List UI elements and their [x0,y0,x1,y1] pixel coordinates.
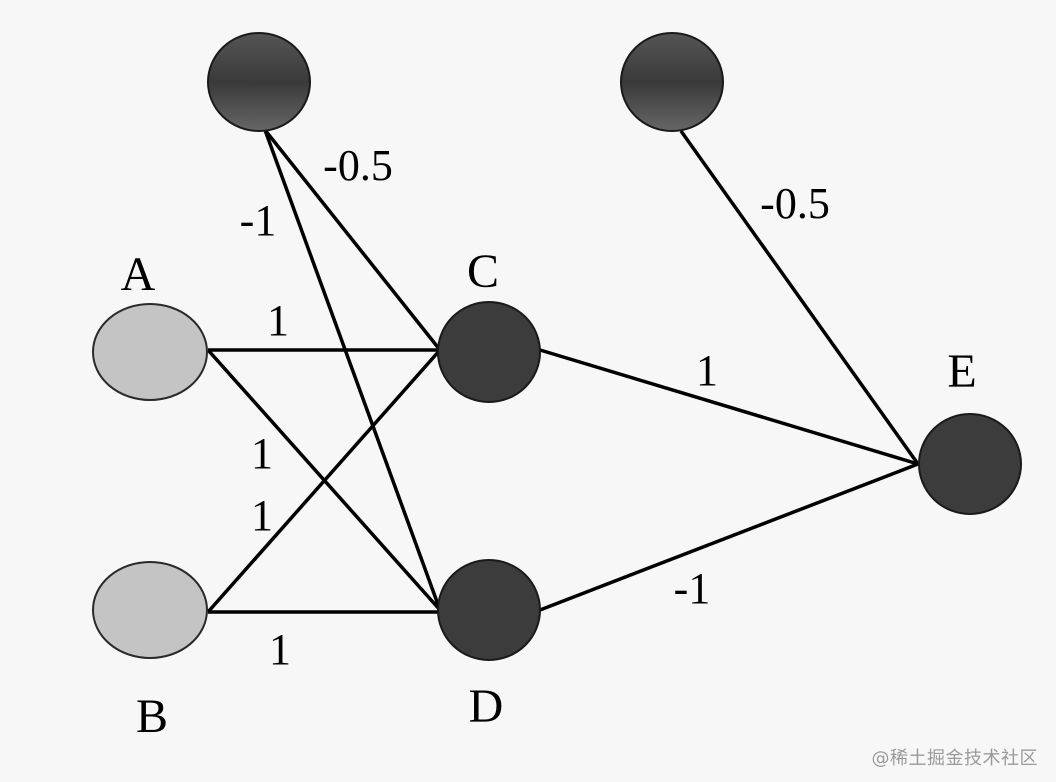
edge-d-e [539,462,919,612]
node-bias1 [207,32,311,132]
node-label-a: A [121,248,156,301]
weight-label-a-c: 1 [267,296,289,345]
node-label-e: E [947,345,976,398]
node-label-c: C [467,245,499,298]
edge-bias1-d [263,129,442,611]
edge-b-c [206,348,442,614]
node-a [92,303,208,401]
weight-label-bias1-c: -0.5 [323,141,393,190]
labels-layer: 1 1 1 1 -0.5 -1 1 -1 -0.5A B C D E [121,141,977,743]
node-bias2 [620,32,724,132]
edges-layer [206,128,920,614]
node-c [437,301,541,403]
weight-label-b-c: 1 [251,491,273,540]
weight-label-bias1-d: -1 [240,196,277,245]
node-d [437,559,541,661]
edge-c-e [539,348,919,466]
weight-label-bias2-e: -0.5 [760,179,830,228]
weight-label-d-e: -1 [674,564,711,613]
nodes-layer [92,32,1022,661]
node-label-d: D [469,680,504,733]
weight-label-b-d: 1 [269,625,291,674]
edge-bias2-e [679,129,920,466]
watermark-text: @稀土掘金技术社区 [871,748,1038,769]
weight-label-a-d: 1 [251,429,273,478]
node-e [918,413,1022,515]
node-b [92,561,208,659]
edge-bias1-c [263,128,442,352]
weight-label-c-e: 1 [696,346,718,395]
node-label-b: B [136,690,168,743]
